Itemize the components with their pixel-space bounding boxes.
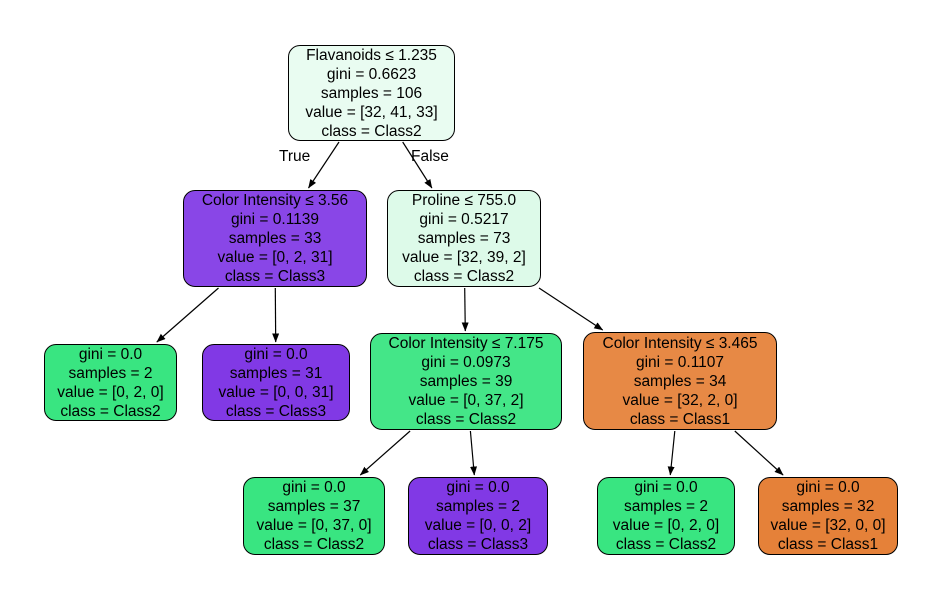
- node-text-line: samples = 37: [267, 498, 361, 515]
- node-text-line: samples = 2: [435, 498, 520, 515]
- node-text-line: class = Class2: [413, 268, 515, 285]
- node-text-line: value = [0, 0, 2]: [424, 517, 532, 534]
- node-text-line: samples = 32: [781, 498, 875, 515]
- tree-node-rl: Color Intensity ≤ 7.175 gini = 0.0973 samp…: [370, 333, 562, 430]
- node-text-line: gini = 0.0: [78, 345, 143, 363]
- node-text-line: value = [32, 2, 0]: [622, 391, 738, 409]
- node-text-line: gini = 0.0: [796, 479, 860, 496]
- node-text-line: value = [0, 37, 2]: [408, 392, 524, 409]
- tree-edge-rr-rrl: [667, 430, 676, 476]
- edge-label-true: True: [279, 148, 311, 165]
- tree-edge-rl-rll: [359, 430, 411, 476]
- node-text-line: class = Class2: [263, 536, 365, 553]
- node-text-line: samples = 34: [633, 372, 727, 390]
- node-text-line: samples = 2: [623, 498, 708, 515]
- node-text-line: Proline ≤ 755.0: [411, 192, 517, 209]
- node-text-line: samples = 31: [229, 364, 323, 382]
- node-text-line: gini = 0.0973: [421, 354, 511, 371]
- node-text-line: value = [0, 0, 31]: [218, 383, 334, 401]
- tree-edge-r-rr: [538, 287, 604, 331]
- node-text-line: samples = 33: [228, 230, 322, 247]
- tree-edge-l-ll: [156, 287, 219, 343]
- node-text-line: class = Class1: [777, 536, 879, 553]
- node-text-line: class = Class1: [629, 410, 731, 428]
- node-text-line: gini = 0.1107: [635, 353, 725, 371]
- node-text-line: class = Class2: [321, 122, 422, 140]
- tree-node-rrl: gini = 0.0 samples = 2 value = [0, 2, 0] cl…: [597, 477, 735, 555]
- tree-node-rll: gini = 0.0 samples = 37 value = [0, 37, 0]…: [243, 477, 385, 555]
- node-text-line: value = [32, 41, 33]: [305, 103, 438, 121]
- node-text-line: value = [0, 2, 0]: [57, 383, 164, 401]
- tree-node-rlr: gini = 0.0 samples = 2 value = [0, 0, 2] cl…: [408, 477, 548, 555]
- node-text-line: gini = 0.0: [634, 479, 698, 496]
- edge-label-false: False: [411, 148, 449, 165]
- node-text-line: value = [0, 37, 0]: [256, 517, 372, 534]
- node-text-line: Color Intensity ≤ 3.465: [602, 334, 758, 352]
- node-text-line: samples = 106: [320, 84, 423, 102]
- tree-edge-r-rl: [461, 287, 469, 332]
- node-text-line: value = [32, 39, 2]: [402, 249, 526, 266]
- node-text-line: value = [0, 2, 31]: [217, 249, 333, 266]
- node-text-line: samples = 73: [417, 230, 511, 247]
- node-text-line: gini = 0.0: [446, 479, 510, 496]
- node-text-line: class = Class3: [427, 536, 529, 553]
- node-text-line: value = [32, 0, 0]: [770, 517, 886, 534]
- node-text-line: class = Class2: [415, 411, 517, 428]
- node-text-line: gini = 0.0: [244, 345, 308, 363]
- tree-edge-root-l: [307, 141, 340, 189]
- node-text-line: gini = 0.1139: [230, 211, 320, 228]
- node-text-line: Color Intensity ≤ 7.175: [388, 335, 544, 352]
- node-text-line: class = Class3: [224, 268, 326, 285]
- node-text-line: Color Intensity ≤ 3.56: [201, 192, 349, 209]
- node-text-line: gini = 0.6623: [326, 65, 417, 83]
- node-text-line: class = Class3: [225, 402, 327, 420]
- node-text-line: gini = 0.0: [282, 479, 346, 496]
- tree-node-rrr: gini = 0.0 samples = 32 value = [32, 0, 0]…: [758, 477, 898, 555]
- node-text-line: value = [0, 2, 0]: [612, 517, 720, 534]
- tree-node-r: Proline ≤ 755.0 gini = 0.5217 samples = 73…: [387, 190, 541, 287]
- node-text-line: samples = 39: [419, 373, 513, 390]
- node-text-line: Flavanoids ≤ 1.235: [306, 46, 437, 64]
- node-text-line: class = Class2: [615, 536, 717, 553]
- tree-node-l: Color Intensity ≤ 3.56 gini = 0.1139 sampl…: [183, 190, 367, 287]
- tree-edge-rl-rlr: [469, 430, 478, 476]
- node-text-line: class = Class2: [60, 402, 161, 420]
- node-text-line: gini = 0.5217: [419, 211, 509, 228]
- tree-edge-rr-rrr: [734, 430, 784, 476]
- node-text-line: samples = 2: [68, 364, 153, 382]
